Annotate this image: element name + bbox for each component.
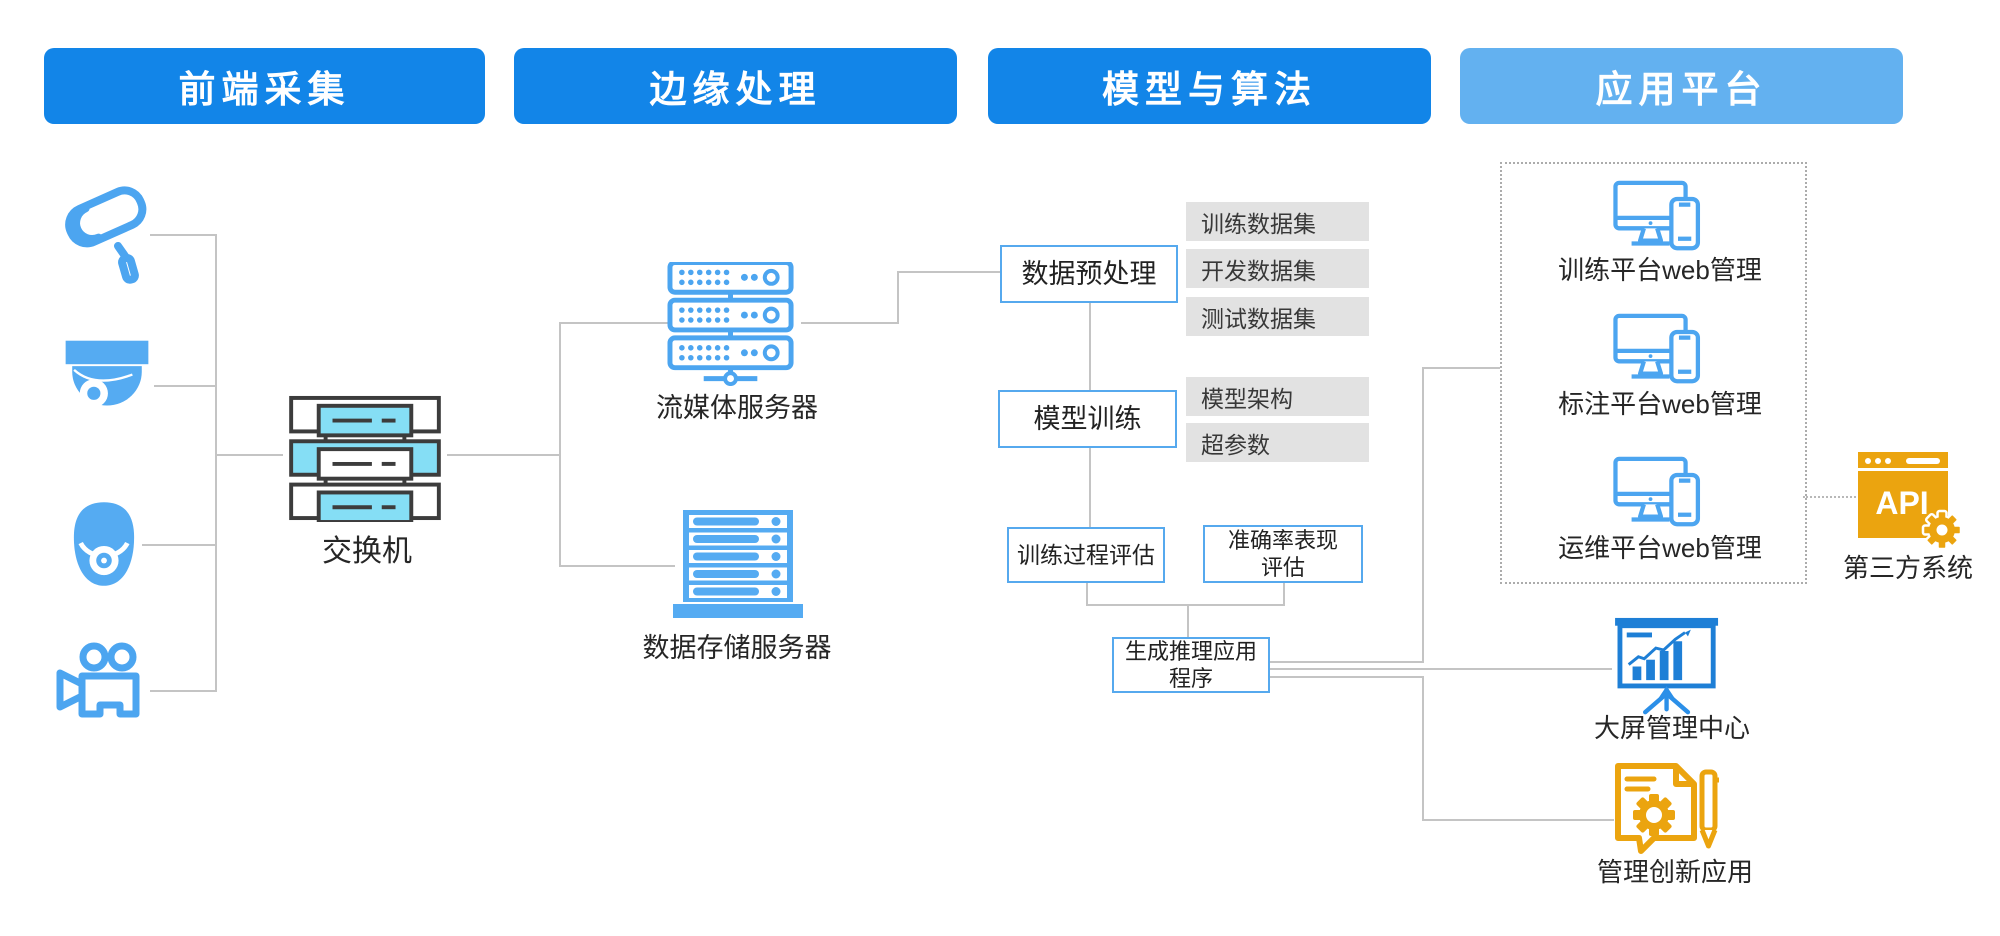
innovation-app-label: 管理创新应用: [1596, 857, 1753, 887]
connector: [1089, 303, 1091, 390]
switch-icon: [281, 394, 449, 522]
header-frontend-collection: 前端采集: [44, 48, 485, 124]
connector: [1283, 583, 1285, 606]
node-training-process-eval: 训练过程评估: [1007, 527, 1165, 583]
node-label: 数据预处理: [1021, 258, 1157, 289]
header-label: 边缘处理: [649, 69, 822, 110]
header-edge-processing: 边缘处理: [514, 48, 957, 124]
connector: [215, 234, 217, 692]
api-text: API: [1875, 485, 1928, 521]
connector: [1270, 668, 1612, 670]
node-label: 超参数: [1201, 431, 1270, 458]
node-test-dataset: 测试数据集: [1186, 297, 1369, 336]
node-label-line2: 程序: [1168, 666, 1213, 691]
node-label-line2: 评估: [1260, 555, 1305, 580]
connector: [1422, 367, 1424, 663]
node-model-architecture: 模型架构: [1186, 377, 1369, 416]
platform-item-labeling-web-label: 标注平台web管理: [1558, 389, 1762, 419]
storage-server-label: 数据存储服务器: [642, 633, 832, 663]
connector: [897, 271, 899, 324]
connector: [1422, 819, 1614, 821]
header-label: 前端采集: [178, 69, 351, 110]
platform-group-border: [1500, 162, 1807, 584]
node-training-dataset: 训练数据集: [1186, 202, 1369, 241]
connector: [1187, 604, 1189, 637]
video-camera-icon: [52, 642, 152, 734]
connector: [1422, 367, 1500, 369]
monitor-phone-icon: [1612, 313, 1708, 385]
storage-server-icon: [673, 510, 803, 620]
monitor-phone-icon: [1612, 456, 1708, 528]
connector: [142, 544, 215, 546]
doc-gear-pen-icon: [1610, 762, 1722, 858]
api-icon: API: [1858, 452, 1966, 550]
third-party-system-label: 第三方系统: [1842, 553, 1973, 583]
connector-dotted: [1803, 496, 1860, 498]
header-model-algorithm: 模型与算法: [988, 48, 1431, 124]
connector: [1270, 661, 1424, 663]
header-label: 模型与算法: [1102, 69, 1317, 110]
connector: [154, 385, 215, 387]
bullet-camera-icon: [58, 172, 158, 284]
bigscreen-center-label: 大屏管理中心: [1593, 713, 1750, 743]
connector: [215, 454, 283, 456]
connector: [150, 690, 215, 692]
connector: [559, 322, 561, 567]
node-dev-dataset: 开发数据集: [1186, 249, 1369, 288]
node-label: 训练过程评估: [1017, 541, 1155, 568]
monitor-phone-icon: [1612, 180, 1708, 252]
connector: [1089, 448, 1091, 527]
node-data-preprocessing: 数据预处理: [1000, 245, 1178, 303]
node-label-line1: 生成推理应用: [1124, 639, 1257, 664]
connector: [559, 565, 675, 567]
node-label: 训练数据集: [1201, 210, 1316, 237]
connector: [150, 234, 215, 236]
node-label: 开发数据集: [1201, 257, 1316, 284]
ptz-camera-icon: [70, 500, 138, 588]
platform-item-training-web-label: 训练平台web管理: [1558, 255, 1762, 285]
connector: [1422, 676, 1424, 821]
platform-item-ops-web-label: 运维平台web管理: [1558, 533, 1762, 563]
dome-camera-icon: [60, 340, 154, 426]
node-label: 模型架构: [1201, 385, 1293, 412]
connector: [1086, 583, 1088, 606]
node-label: 测试数据集: [1201, 305, 1316, 332]
connector: [447, 454, 559, 456]
node-accuracy-eval: 准确率表现 评估: [1203, 525, 1363, 583]
node-label-line1: 准确率表现: [1227, 528, 1338, 553]
bigscreen-chart-icon: [1612, 616, 1726, 718]
streaming-server-label: 流媒体服务器: [656, 393, 818, 423]
node-label: 模型训练: [1033, 403, 1142, 434]
header-label: 应用平台: [1595, 69, 1768, 110]
connector: [1086, 604, 1285, 606]
connector: [1270, 676, 1424, 678]
node-generate-inference-app: 生成推理应用 程序: [1112, 637, 1270, 693]
switch-label: 交换机: [322, 535, 412, 568]
node-hyperparameters: 超参数: [1186, 423, 1369, 462]
header-application-platform: 应用平台: [1460, 48, 1903, 124]
connector: [801, 322, 897, 324]
streaming-server-icon: [666, 262, 800, 386]
connector: [559, 322, 668, 324]
node-model-training: 模型训练: [998, 390, 1177, 448]
connector: [897, 271, 1000, 273]
